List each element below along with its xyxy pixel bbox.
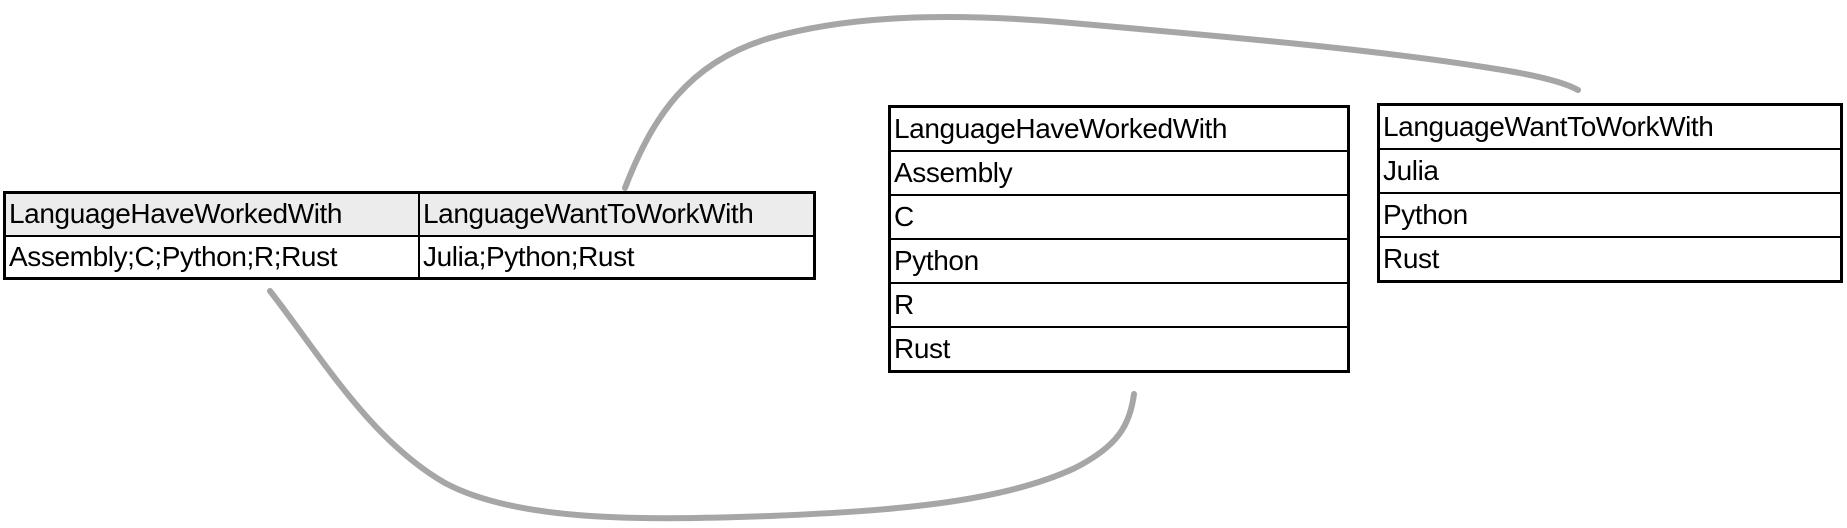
have-worked-with-table: LanguageHaveWorkedWith Assembly C Python… <box>888 105 1350 373</box>
source-header-have-worked-with: LanguageHaveWorkedWith <box>9 198 343 230</box>
want-to-work-with-table: LanguageWantToWorkWith Julia Python Rust <box>1377 103 1843 283</box>
want-to-work-with-value: Python <box>1383 199 1468 230</box>
have-worked-with-header-row: LanguageHaveWorkedWith <box>891 108 1347 150</box>
want-to-work-with-value: Julia <box>1383 155 1439 186</box>
want-to-work-with-header-row: LanguageWantToWorkWith <box>1380 106 1840 148</box>
have-worked-with-value: R <box>894 289 914 320</box>
source-header-want-to-work-with: LanguageWantToWorkWith <box>418 194 813 235</box>
source-table-data-row: Assembly;C;Python;R;Rust Julia;Python;Ru… <box>6 234 813 277</box>
table-row: Python <box>891 238 1347 282</box>
have-worked-with-header: LanguageHaveWorkedWith <box>894 113 1228 144</box>
have-worked-with-value: C <box>894 201 914 232</box>
table-row: Rust <box>1380 236 1840 280</box>
table-row: Python <box>1380 192 1840 236</box>
source-cell-want-to-work-with: Julia;Python;Rust <box>418 236 813 277</box>
table-row: R <box>891 282 1347 326</box>
table-row: Rust <box>891 326 1347 370</box>
want-to-work-with-value: Rust <box>1383 243 1439 274</box>
source-table-header-row: LanguageHaveWorkedWith LanguageWantToWor… <box>6 194 813 235</box>
table-row: Julia <box>1380 148 1840 192</box>
source-table: LanguageHaveWorkedWith LanguageWantToWor… <box>3 191 816 280</box>
table-row: C <box>891 194 1347 238</box>
source-cell-have-worked-with: Assembly;C;Python;R;Rust <box>9 240 338 272</box>
have-worked-with-value: Python <box>894 245 979 276</box>
have-worked-with-value: Assembly <box>894 157 1013 188</box>
want-to-work-with-header: LanguageWantToWorkWith <box>1383 111 1714 142</box>
table-row: Assembly <box>891 150 1347 194</box>
have-worked-with-value: Rust <box>894 333 950 364</box>
